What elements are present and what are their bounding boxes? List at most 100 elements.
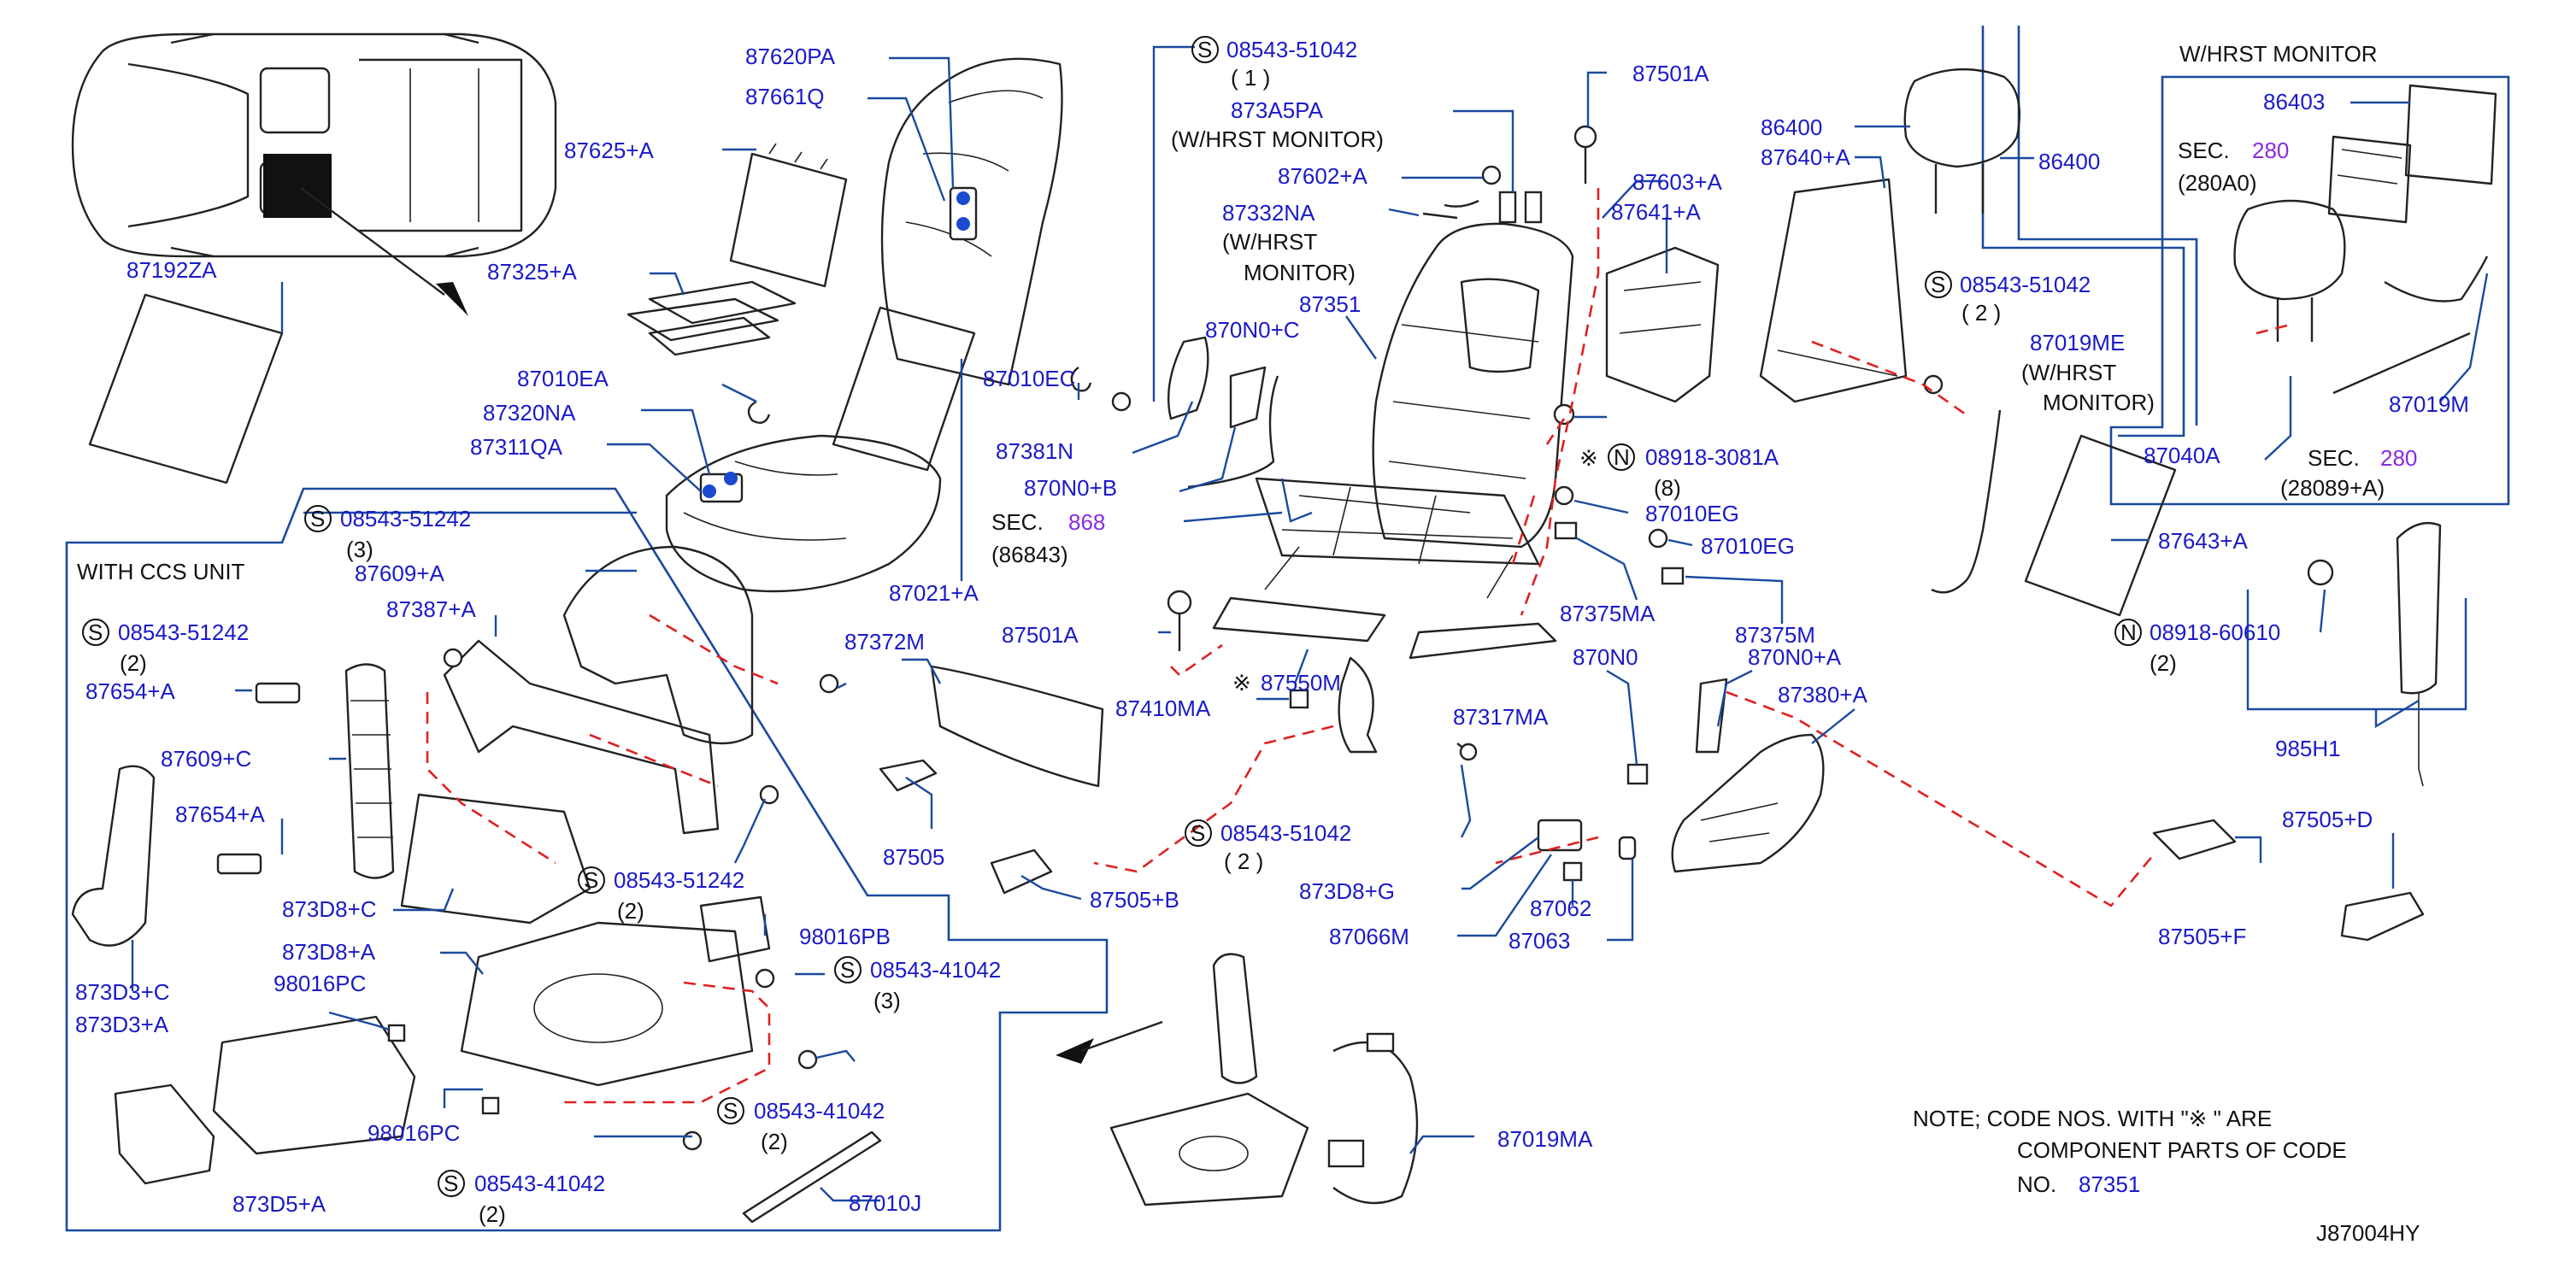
label-87654A-a: 87654+A — [85, 678, 175, 704]
fastener-symbol: S — [444, 1171, 458, 1196]
dashed-connectors — [426, 188, 2291, 1104]
label-87661Q: 87661Q — [745, 84, 825, 109]
fastener-symbol: S — [88, 619, 103, 645]
harness-87019MA — [1109, 953, 1419, 1206]
fastener-symbol: N — [2120, 619, 2137, 645]
screw-08543-51042-a — [1111, 391, 1132, 412]
switch-985H1 — [2396, 521, 2442, 695]
sec280-top-sub: (280A0) — [2178, 170, 2257, 196]
headrest-86400 — [1903, 68, 2020, 214]
pad-87021A — [832, 306, 976, 472]
label-87010EG-a: 87010EG — [1645, 501, 1739, 526]
sec868-num: 868 — [1068, 509, 1105, 535]
label-87505F: 87505+F — [2158, 924, 2246, 949]
cover-87505D — [2340, 891, 2425, 942]
cover-870N0A — [1695, 678, 1728, 754]
label-873D3C: 873D3+C — [75, 979, 170, 1005]
seat-back-cover — [880, 57, 1063, 386]
nut-08918-3081A — [1553, 403, 1575, 426]
fastener-symbol: S — [1931, 272, 1945, 297]
monitor-86403 — [2327, 84, 2497, 224]
fastener-qty: (3) — [873, 988, 901, 1013]
cover-87505 — [879, 759, 938, 792]
label-86400-a: 86400 — [1761, 114, 1822, 140]
fastener-symbol: S — [1191, 820, 1205, 846]
fastener-08543-41042-c: 08543-41042 — [474, 1171, 605, 1196]
screw-08543-51042-b — [1923, 374, 1944, 395]
label-87380A: 87380+A — [1778, 682, 1867, 707]
label-87375M: 87375M — [1735, 622, 1815, 648]
fastener-08543-51242-c: 08543-51242 — [614, 867, 744, 893]
fastener-qty: (2) — [2150, 650, 2177, 676]
fastener-qty: ( 2 ) — [1224, 848, 1263, 874]
heater-87325A — [626, 280, 797, 356]
seat-cushion — [665, 434, 942, 593]
sec280-bot-prefix: SEC. — [2308, 445, 2360, 471]
label-87501A-mid: 87501A — [1002, 622, 1079, 648]
label-87010J: 87010J — [849, 1190, 921, 1216]
pad-87625A — [729, 152, 848, 288]
label-98016PB: 98016PB — [799, 924, 891, 949]
label-873D5A: 873D5+A — [232, 1191, 326, 1217]
label-87505B: 87505+B — [1090, 887, 1179, 913]
note-line-1: NOTE; CODE NOS. WITH "※ " ARE — [1913, 1106, 2272, 1131]
label-87019MA: 87019MA — [1497, 1126, 1593, 1152]
fastener-08543-51042-a: 08543-51042 — [1226, 37, 1357, 62]
duct-873D3A — [114, 1083, 215, 1185]
label-873A5PA: 873A5PA — [1231, 97, 1324, 123]
cover-87381N — [1167, 336, 1209, 420]
harness-870N0B — [1187, 375, 1279, 489]
bracket-87641A — [1605, 246, 1720, 403]
fastener-symbol: S — [723, 1098, 738, 1124]
plate-873D8A — [460, 921, 754, 1087]
label-87332NA: 87332NA — [1222, 200, 1315, 226]
bracket-87066M — [1537, 819, 1583, 852]
hose-87609C — [344, 663, 395, 879]
label-87062: 87062 — [1530, 895, 1591, 921]
label-870N0A: 870N0+A — [1748, 644, 1842, 670]
note-line-3-code: 87351 — [2079, 1171, 2140, 1197]
sec280-top-prefix: SEC. — [2178, 138, 2230, 163]
caption-monitor-b: MONITOR) — [2043, 390, 2155, 415]
note-block: NOTE; CODE NOS. WITH "※ " ARE COMPONENT … — [1913, 1106, 2347, 1197]
label-870N0C: 870N0+C — [1205, 317, 1300, 343]
pad-87654A-b — [216, 853, 262, 875]
label-87640A: 87640+A — [1761, 144, 1850, 170]
label-873D8C: 873D8+C — [282, 896, 377, 922]
label-87381N: 87381N — [996, 438, 1073, 464]
label-87372M: 87372M — [844, 629, 925, 655]
label-87351: 87351 — [1299, 291, 1361, 317]
plate-98016PB — [699, 895, 771, 963]
fastener-qty: (2) — [617, 898, 644, 924]
fastener-qty: (2) — [120, 650, 147, 676]
caption-w-hrst-b: (W/HRST — [2021, 360, 2116, 385]
heading-w-hrst-monitor: W/HRST MONITOR — [2179, 41, 2378, 67]
label-985H1: 985H1 — [2275, 736, 2341, 761]
nut-08918-60610 — [2307, 559, 2334, 586]
label-87609C: 87609+C — [161, 746, 251, 772]
clip-87063 — [1618, 836, 1637, 860]
headrest-monitor — [2233, 199, 2346, 342]
sec868-prefix: SEC. — [991, 509, 1044, 535]
sec280-top-num: 280 — [2252, 138, 2289, 163]
panel-87640A — [1759, 178, 1908, 403]
label-87387A: 87387+A — [386, 596, 476, 622]
fastener-qty: ( 1 ) — [1231, 65, 1270, 91]
label-87066M: 87066M — [1329, 924, 1409, 949]
label-87620PA: 87620PA — [745, 44, 836, 69]
cover-870N0C — [1229, 366, 1267, 429]
clip-870N0 — [1626, 763, 1649, 785]
caption-w-hrst-monitor-a: (W/HRST MONITOR) — [1171, 126, 1384, 152]
part-87410MA — [1289, 689, 1309, 709]
label-873D3A: 873D3+A — [75, 1012, 169, 1037]
label-87010EC: 87010EC — [983, 366, 1075, 391]
fastener-08543-51042-b: 08543-51042 — [1960, 272, 2091, 297]
label-sheet-87192ZA — [88, 293, 284, 484]
fastener-08918-60610: 08918-60610 — [2150, 619, 2280, 645]
label-87192ZA: 87192ZA — [126, 257, 217, 283]
label-87317MA: 87317MA — [1453, 704, 1549, 730]
clip-98016PC-b — [481, 1096, 500, 1115]
fastener-08543-51042-c: 08543-51042 — [1220, 820, 1351, 846]
label-87602A: 87602+A — [1278, 163, 1367, 189]
